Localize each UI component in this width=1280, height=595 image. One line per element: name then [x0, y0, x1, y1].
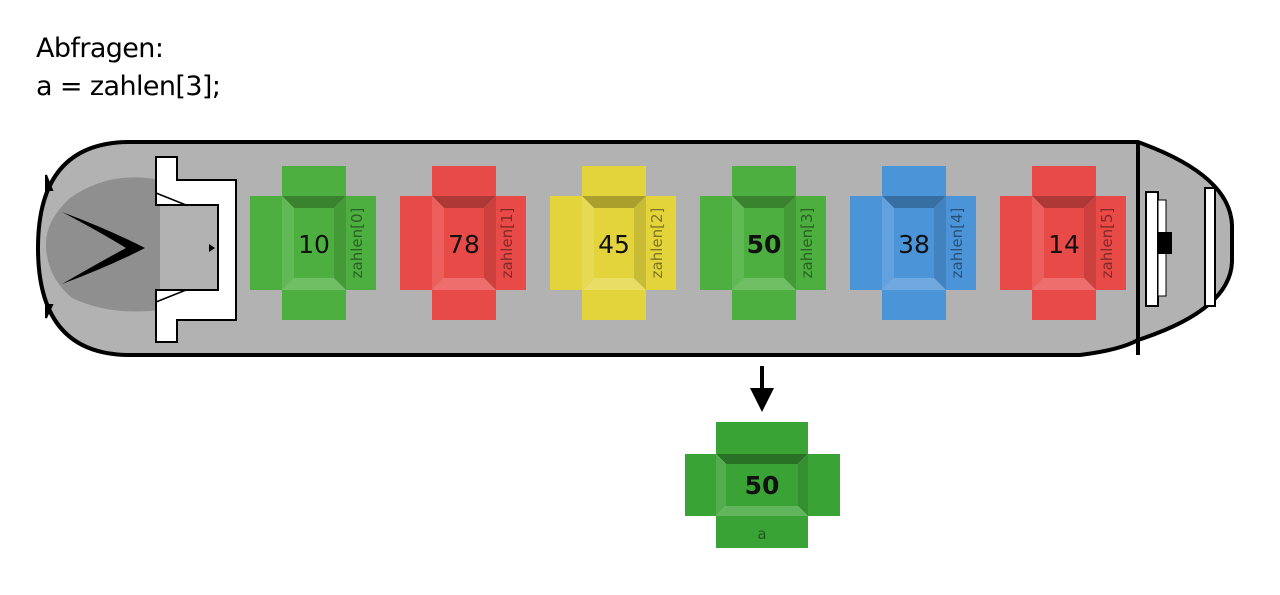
array-cell: 50 zahlen[3]: [700, 166, 826, 320]
cell-value: 78: [448, 230, 480, 259]
heading: Abfragen: a = zahlen[3];: [36, 30, 221, 106]
cell-index-label: zahlen[2]: [648, 208, 666, 279]
result-variable: 50 a: [685, 422, 840, 548]
cell-index-label: zahlen[4]: [948, 208, 966, 279]
cabin-marker-icon: [209, 244, 215, 252]
down-arrow-icon: [750, 366, 774, 412]
ship-cabin-bracket: [155, 192, 187, 303]
array-cell: 14 zahlen[5]: [1000, 166, 1126, 320]
cell-index-label: zahlen[0]: [348, 208, 366, 279]
cockpit-chevron-icon: [62, 212, 145, 284]
cell-value: 38: [898, 230, 930, 259]
heading-line-2: a = zahlen[3];: [36, 71, 221, 102]
cell-index-label: zahlen[5]: [1098, 208, 1116, 279]
cell-value: 45: [598, 230, 630, 259]
cell-index-label: zahlen[1]: [498, 208, 516, 279]
array-cell: 10 zahlen[0]: [250, 166, 376, 320]
result-label: a: [757, 525, 766, 543]
result-box: 50 a: [685, 422, 840, 548]
result-value: 50: [745, 471, 780, 500]
propeller-icon: [45, 174, 54, 319]
array-cell: 78 zahlen[1]: [400, 166, 526, 320]
ship-cabin: [155, 156, 237, 343]
array-cells: 10 zahlen[0] 78 zahlen[1] 45 zahlen[2] 50 zahle…: [250, 166, 1126, 320]
cell-value: 50: [747, 230, 782, 259]
heading-line-1: Abfragen:: [36, 33, 164, 64]
cell-index-label: zahlen[3]: [798, 208, 816, 279]
cell-value: 10: [298, 230, 330, 259]
cell-value: 14: [1048, 230, 1080, 259]
ship-rudder: [1145, 187, 1216, 307]
array-cell: 45 zahlen[2]: [550, 166, 676, 320]
array-cell: 38 zahlen[4]: [850, 166, 976, 320]
